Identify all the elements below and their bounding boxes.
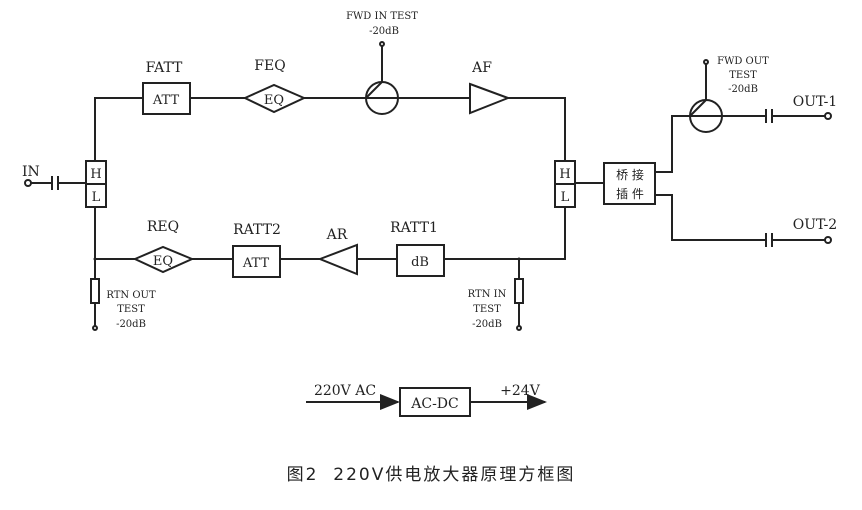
diagram-forward-fatt-text: ATT xyxy=(152,93,180,108)
diagram-forward-fwd-in-test-line2: -20dB xyxy=(369,26,399,37)
diagram-return-rtn-out-test-line2: TEST xyxy=(117,304,145,315)
fwd-in-test-coupler: FWD IN TEST -20dB xyxy=(346,11,418,115)
diagram-return-ar-label: AR xyxy=(326,227,348,243)
diagram-return-rtn-in-test-line2: TEST xyxy=(473,304,501,315)
diagram-diplexer-right-low: L xyxy=(561,190,570,205)
diagram-diplexer-left-high: H xyxy=(90,167,101,182)
diagram-return-rtn-out-test-line3: -20dB xyxy=(116,319,146,330)
diagram-forward-fwd-in-test-line1: FWD IN TEST xyxy=(346,11,418,22)
fatt-attenuator: FATT ATT xyxy=(142,60,191,115)
diagram-power-input: 220V AC xyxy=(314,383,376,399)
output-1-capacitor-icon xyxy=(765,109,773,123)
fwd-out-test-coupler: FWD OUT TEST -20dB xyxy=(689,56,769,133)
diagram-return-rtn-out-test-line1: RTN OUT xyxy=(106,290,156,301)
feq-equalizer: FEQ EQ xyxy=(242,58,307,114)
ratt1-attenuator: RATT1 dB xyxy=(390,220,445,277)
diagram-forward-fatt-label: FATT xyxy=(146,60,183,76)
diagram-return-rtn-in-test-line3: -20dB xyxy=(472,319,502,330)
af-amplifier: AF xyxy=(469,60,511,115)
diagram-return-ratt1-text: dB xyxy=(411,255,429,270)
figure-caption: 图2 220V供电放大器原理方框图 xyxy=(287,465,576,485)
req-equalizer: REQ EQ xyxy=(132,219,195,274)
diagram-forward-af-label: AF xyxy=(471,60,492,76)
bridge-plugin: 桥 接 插 件 xyxy=(603,162,656,205)
resistor-icon xyxy=(90,278,100,304)
input-capacitor-icon xyxy=(51,176,59,190)
diplexer-left: H L xyxy=(85,160,107,208)
diagram-return-req-text: EQ xyxy=(153,254,173,269)
diagram-return-ratt2-label: RATT2 xyxy=(233,222,281,238)
ratt2-attenuator: RATT2 ATT xyxy=(232,222,281,278)
diagram-outputs-0: OUT-1 xyxy=(793,94,837,110)
input-port: IN xyxy=(22,164,59,190)
output-1: OUT-1 xyxy=(765,94,837,123)
rtn-in-test-point: RTN IN TEST -20dB xyxy=(468,257,524,331)
power-supply: 220V AC AC-DC +24V xyxy=(306,383,547,417)
diagram-diplexer-left-low: L xyxy=(92,190,101,205)
input-label: IN xyxy=(22,164,40,180)
diagram-forward-feq-label: FEQ xyxy=(254,58,285,74)
diagram-fwd-out-test-line3: -20dB xyxy=(728,84,758,95)
wires xyxy=(31,46,826,326)
diagram-power-output: +24V xyxy=(500,383,541,399)
diagram-return-rtn-in-test-line1: RTN IN xyxy=(468,289,507,300)
diagram-outputs-1: OUT-2 xyxy=(793,217,837,233)
diagram-return-req-label: REQ xyxy=(147,219,179,235)
output-2: OUT-2 xyxy=(765,217,837,247)
rtn-out-test-point: RTN OUT TEST -20dB xyxy=(90,257,156,331)
resistor-icon xyxy=(514,278,524,304)
diagram-bridge-line1: 桥 接 xyxy=(616,167,644,182)
diagram-fwd-out-test-line1: FWD OUT xyxy=(717,56,769,67)
ar-amplifier: AR xyxy=(317,227,358,276)
diagram-power-box: AC-DC xyxy=(410,396,459,412)
diagram-forward-feq-text: EQ xyxy=(264,93,284,108)
diplexer-right: H L xyxy=(554,160,576,208)
diagram-bridge-line2: 插 件 xyxy=(616,187,644,201)
output-2-capacitor-icon xyxy=(765,233,773,247)
diagram-diplexer-right-high: H xyxy=(559,167,570,182)
diagram-return-ratt2-text: ATT xyxy=(242,256,270,271)
diagram-fwd-out-test-line2: TEST xyxy=(729,70,757,81)
diagram-return-ratt1-label: RATT1 xyxy=(390,220,438,236)
